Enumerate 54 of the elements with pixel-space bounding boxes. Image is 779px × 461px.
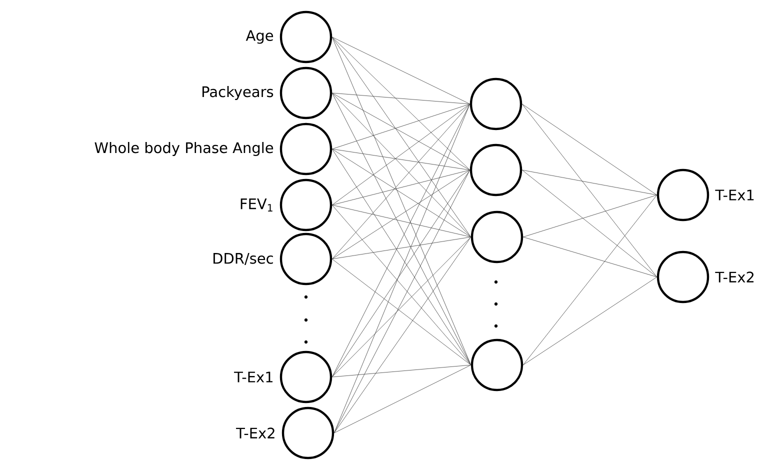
neuron-circle <box>470 210 524 264</box>
neuron-circle <box>656 250 710 304</box>
neuron-circle <box>280 178 332 232</box>
connection-line <box>332 148 470 170</box>
connection-line <box>522 236 658 278</box>
neuron-circle <box>470 144 522 196</box>
node-label: T-Ex2 <box>236 428 274 438</box>
connection-line <box>332 36 472 366</box>
connection-line <box>522 170 658 278</box>
connection-line <box>332 92 472 238</box>
connection-line <box>332 364 472 378</box>
neuron-circle <box>470 338 524 392</box>
neuron-circle <box>656 168 710 222</box>
connection-line <box>522 170 658 196</box>
connection-line <box>332 204 472 366</box>
neuron-circle <box>280 350 332 404</box>
node-label: Packyears <box>202 86 274 100</box>
connection-line <box>522 194 658 366</box>
neuron-circle <box>280 122 332 176</box>
connection-line <box>332 92 470 170</box>
connection-line <box>522 276 658 366</box>
connection-line <box>334 170 470 434</box>
node-label: DDR/sec <box>214 253 273 265</box>
neuron-circle <box>470 78 522 130</box>
connection-line <box>334 104 470 434</box>
connection-line <box>332 148 472 238</box>
neuron-circle <box>280 232 332 286</box>
connection-line <box>522 104 658 196</box>
connection-line <box>332 258 472 366</box>
node-label: Whole body Phase Angle <box>94 142 274 156</box>
connection-line <box>522 194 658 238</box>
connection-line <box>332 36 470 104</box>
node-label: T-Ex1 <box>715 190 754 200</box>
connection-line <box>332 204 472 238</box>
neuron-circle <box>280 10 332 64</box>
node-label: FEV$_{1}$ <box>240 198 272 212</box>
node-label: T-Ex1 <box>234 372 272 382</box>
neuron-circle <box>282 406 334 460</box>
connection-line <box>332 170 470 260</box>
connection-line <box>334 364 472 434</box>
connection-line <box>332 104 470 150</box>
connection-line <box>332 104 470 206</box>
neuron-circle <box>280 66 332 120</box>
node-label: Age <box>246 30 274 44</box>
connection-line <box>332 104 470 260</box>
connection-line <box>332 170 470 206</box>
connection-line <box>332 236 472 260</box>
connection-line <box>522 104 658 278</box>
connection-line <box>332 36 472 238</box>
connection-line <box>332 92 470 104</box>
connection-line <box>332 236 472 378</box>
node-label: T-Ex2 <box>715 272 754 282</box>
connection-line <box>332 36 470 170</box>
connection-line <box>334 236 472 434</box>
